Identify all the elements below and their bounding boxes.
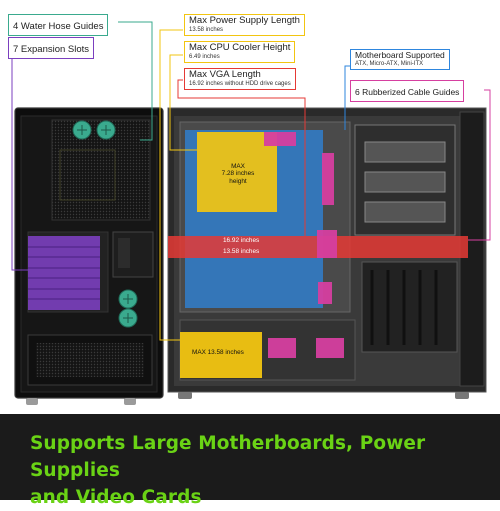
expansion-slots-label: 7 Expansion Slots [8, 37, 95, 60]
cable-guide [264, 132, 296, 146]
tagline: Supports Large Motherboards, Power Suppl… [30, 433, 426, 508]
cable-guides-label: 6 Rubberized Cable Guides [350, 80, 465, 103]
psu-length-label: Max Power Supply Length 13.58 inches [184, 14, 305, 36]
vga-overlay-line1: 16.92 inches [223, 237, 260, 244]
cpu-cooler-highlight [197, 132, 277, 212]
motherboard-supported-label: Motherboard Supported ATX, Micro-ATX, Mi… [350, 49, 450, 70]
callout-lines [11, 21, 491, 341]
water-hose-guides-label: 4 Water Hose Guides [8, 14, 109, 37]
cable-guides-highlight [264, 132, 344, 358]
tagline-band [0, 414, 500, 500]
vga-length-label: Max VGA Length 16.92 inches without HDD … [184, 68, 296, 90]
cable-guide [316, 338, 344, 358]
water-hose-guides-highlight [72, 120, 138, 328]
expansion-slots-highlight [28, 236, 100, 310]
cable-guide [322, 153, 334, 205]
psu-highlight [180, 332, 262, 378]
cable-guide [318, 282, 332, 304]
psu-overlay-text: MAX 13.58 inches [192, 349, 244, 356]
cpu-cooler-height-label: Max CPU Cooler Height 6.49 inches [184, 41, 296, 63]
cable-guide [317, 230, 337, 258]
vga-overlay-line2: 13.58 inches [223, 248, 260, 255]
cooler-overlay-text: MAX 7.28 inches height [221, 163, 255, 185]
case-illustration [11, 21, 491, 405]
cable-guide [268, 338, 296, 358]
